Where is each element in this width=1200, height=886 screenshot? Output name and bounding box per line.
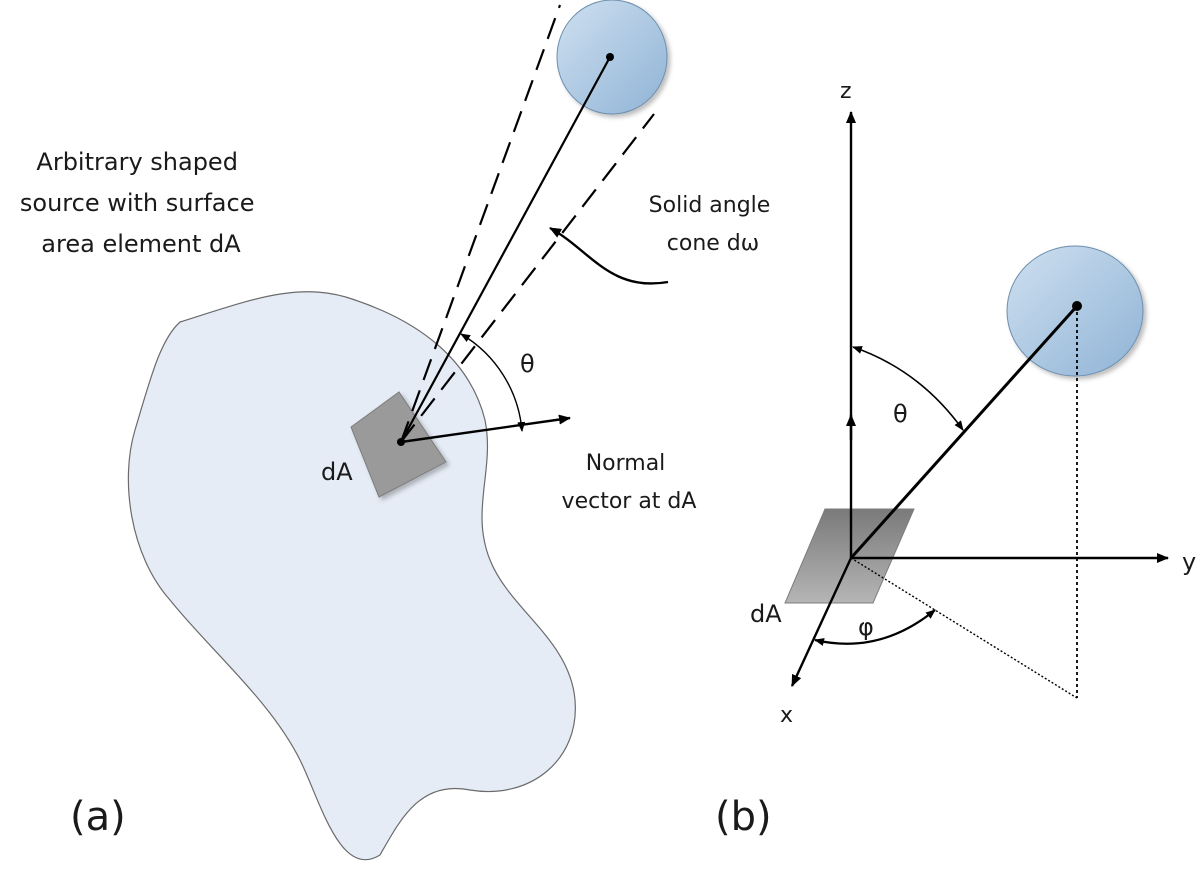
- disc-center-dot-a: [606, 53, 614, 61]
- phi-label-b: φ: [858, 613, 874, 641]
- da-patch-b: [784, 508, 915, 604]
- source-disc-b: [1006, 245, 1144, 377]
- da-label-b: dA: [750, 600, 782, 628]
- source-label: Arbitrary shaped source with surface are…: [20, 148, 262, 258]
- cone-edge-right: [400, 113, 655, 443]
- panel-b: z y x θ φ dA (b): [715, 79, 1196, 840]
- theta-arc-a: [460, 333, 526, 432]
- caption-b: (b): [715, 794, 772, 840]
- da-label-a: dA: [321, 458, 353, 486]
- da-point-a: [397, 438, 405, 446]
- caption-a: (a): [70, 794, 126, 840]
- central-ray-a: [400, 56, 611, 443]
- theta-arc-b: [852, 346, 964, 431]
- x-axis-label: x: [780, 703, 793, 728]
- solid-angle-pointer-arrow: [549, 226, 669, 285]
- projection-to-origin: [850, 557, 1078, 699]
- phi-arc-b: [814, 609, 936, 646]
- arbitrary-source-shape: [127, 291, 576, 861]
- solid-angle-label: Solid angle cone dω: [649, 193, 778, 256]
- theta-label-a: θ: [520, 350, 535, 378]
- panel-a: Arbitrary shaped source with surface are…: [20, 0, 778, 861]
- normal-vector-label: Normal vector at dA: [562, 451, 697, 514]
- central-ray-b: [849, 304, 1079, 560]
- cone-edge-left: [399, 4, 562, 443]
- theta-label-b: θ: [893, 400, 908, 428]
- z-axis-label: z: [840, 79, 852, 104]
- y-axis-label: y: [1182, 548, 1196, 576]
